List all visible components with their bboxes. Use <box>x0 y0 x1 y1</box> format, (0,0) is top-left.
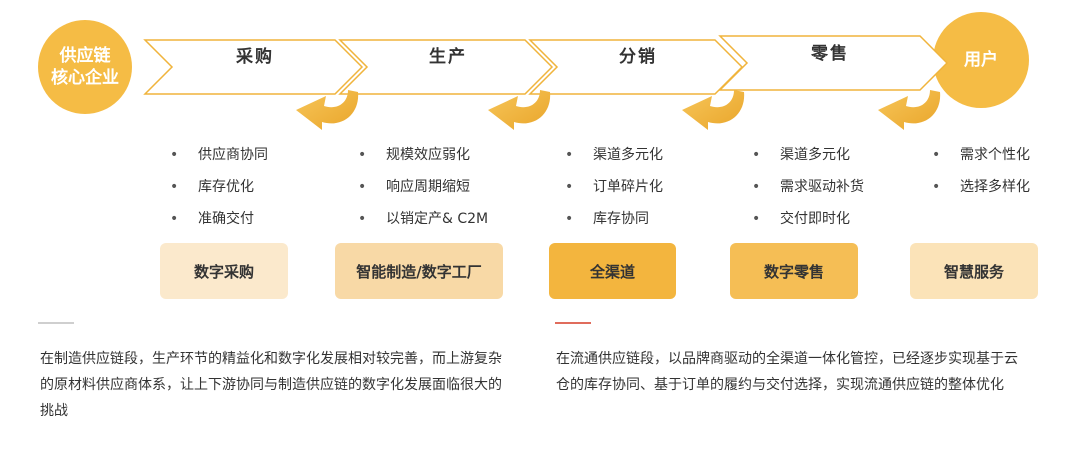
divider-right <box>555 322 591 324</box>
bullet-item: • 需求个性化 <box>932 143 1030 175</box>
bullet-dot: • <box>932 179 941 195</box>
bullet-list-distribution: • 渠道多元化 • 订单碎片化 • 库存协同 <box>565 143 663 239</box>
bullet-item: • 规模效应弱化 <box>358 143 488 175</box>
box-label: 全渠道 <box>589 262 635 281</box>
box-digital-retail: 数字零售 <box>730 243 858 299</box>
bullet-text: 订单碎片化 <box>593 179 663 195</box>
core-enterprise-circle: 供应链 核心企业 <box>38 20 132 114</box>
bullet-list-user: • 需求个性化 • 选择多样化 <box>932 143 1030 207</box>
bullet-dot: • <box>170 147 179 163</box>
stage-label-procurement: 采购 <box>236 47 274 67</box>
bullet-dot: • <box>170 179 179 195</box>
box-label: 数字零售 <box>763 262 824 281</box>
bullet-text: 渠道多元化 <box>593 147 663 163</box>
paragraph-manufacturing: 在制造供应链段，生产环节的精益化和数字化发展相对较完善，而上游复杂的原材料供应商… <box>40 351 502 419</box>
bullet-dot: • <box>565 147 574 163</box>
bullet-dot: • <box>752 211 761 227</box>
box-smart-manufacturing: 智能制造/数字工厂 <box>335 243 503 299</box>
stage-chevron-production <box>338 39 554 95</box>
bullet-list-retail: • 渠道多元化 • 需求驱动补货 • 交付即时化 <box>752 143 864 239</box>
bullet-item: • 订单碎片化 <box>565 175 663 207</box>
bullet-text: 准确交付 <box>198 211 254 227</box>
bullet-text: 库存优化 <box>198 179 254 195</box>
process-flow-graphic <box>143 35 949 130</box>
curved-arrow-2 <box>488 90 551 130</box>
bullet-text: 响应周期缩短 <box>386 179 470 195</box>
user-label: 用户 <box>964 50 998 70</box>
bullet-text: 规模效应弱化 <box>386 147 470 163</box>
bullet-dot: • <box>358 147 367 163</box>
bullet-text: 供应商协同 <box>198 147 268 163</box>
curved-arrow-3 <box>682 90 745 130</box>
box-omnichannel: 全渠道 <box>549 243 676 299</box>
core-enterprise-line2: 核心企业 <box>51 68 119 88</box>
paragraph-distribution: 在流通供应链段，以品牌商驱动的全渠道一体化管控，已经逐步实现基于云仓的库存协同、… <box>556 351 1018 393</box>
stage-label-production: 生产 <box>429 47 467 67</box>
bullet-item: • 选择多样化 <box>932 175 1030 207</box>
bullet-list-production: • 规模效应弱化 • 响应周期缩短 • 以销定产& C2M <box>358 143 488 239</box>
divider-left <box>38 322 74 324</box>
bullet-text: 需求个性化 <box>960 147 1030 163</box>
box-label: 数字采购 <box>193 262 254 281</box>
box-digital-procurement: 数字采购 <box>160 243 288 299</box>
bullet-item: • 准确交付 <box>170 207 268 239</box>
bullet-dot: • <box>565 211 574 227</box>
curved-arrow-4 <box>878 90 941 130</box>
bullet-item: • 渠道多元化 <box>565 143 663 175</box>
bullet-dot: • <box>752 179 761 195</box>
stage-label-retail: 零售 <box>811 44 849 64</box>
bullet-text: 库存协同 <box>593 211 649 227</box>
bullet-text: 渠道多元化 <box>780 147 850 163</box>
stage-chevron-retail <box>718 35 949 91</box>
stage-label-distribution: 分销 <box>619 47 657 67</box>
bullet-text: 以销定产& C2M <box>386 211 489 227</box>
bullet-item: • 响应周期缩短 <box>358 175 488 207</box>
bullet-item: • 需求驱动补货 <box>752 175 864 207</box>
bullet-dot: • <box>358 179 367 195</box>
bullet-dot: • <box>170 211 179 227</box>
curved-arrow-1 <box>296 90 359 130</box>
bullet-item: • 库存优化 <box>170 175 268 207</box>
bullet-dot: • <box>358 211 367 227</box>
bullet-dot: • <box>932 147 941 163</box>
bullet-list-procurement: • 供应商协同 • 库存优化 • 准确交付 <box>170 143 268 239</box>
user-circle: 用户 <box>933 12 1029 108</box>
bullet-item: • 供应商协同 <box>170 143 268 175</box>
bullet-text: 需求驱动补货 <box>780 179 864 195</box>
bullet-text: 交付即时化 <box>780 211 850 227</box>
box-label: 智慧服务 <box>943 262 1004 281</box>
box-smart-service: 智慧服务 <box>910 243 1038 299</box>
bullet-item: • 库存协同 <box>565 207 663 239</box>
box-label: 智能制造/数字工厂 <box>356 262 482 281</box>
bullet-item: • 渠道多元化 <box>752 143 864 175</box>
bullet-dot: • <box>752 147 761 163</box>
bullet-item: • 交付即时化 <box>752 207 864 239</box>
bullet-item: • 以销定产& C2M <box>358 207 488 239</box>
stage-chevron-procurement <box>143 39 364 95</box>
bullet-text: 选择多样化 <box>960 179 1030 195</box>
bullet-dot: • <box>565 179 574 195</box>
core-enterprise-line1: 供应链 <box>59 46 111 66</box>
stage-chevron-distribution <box>528 39 744 95</box>
